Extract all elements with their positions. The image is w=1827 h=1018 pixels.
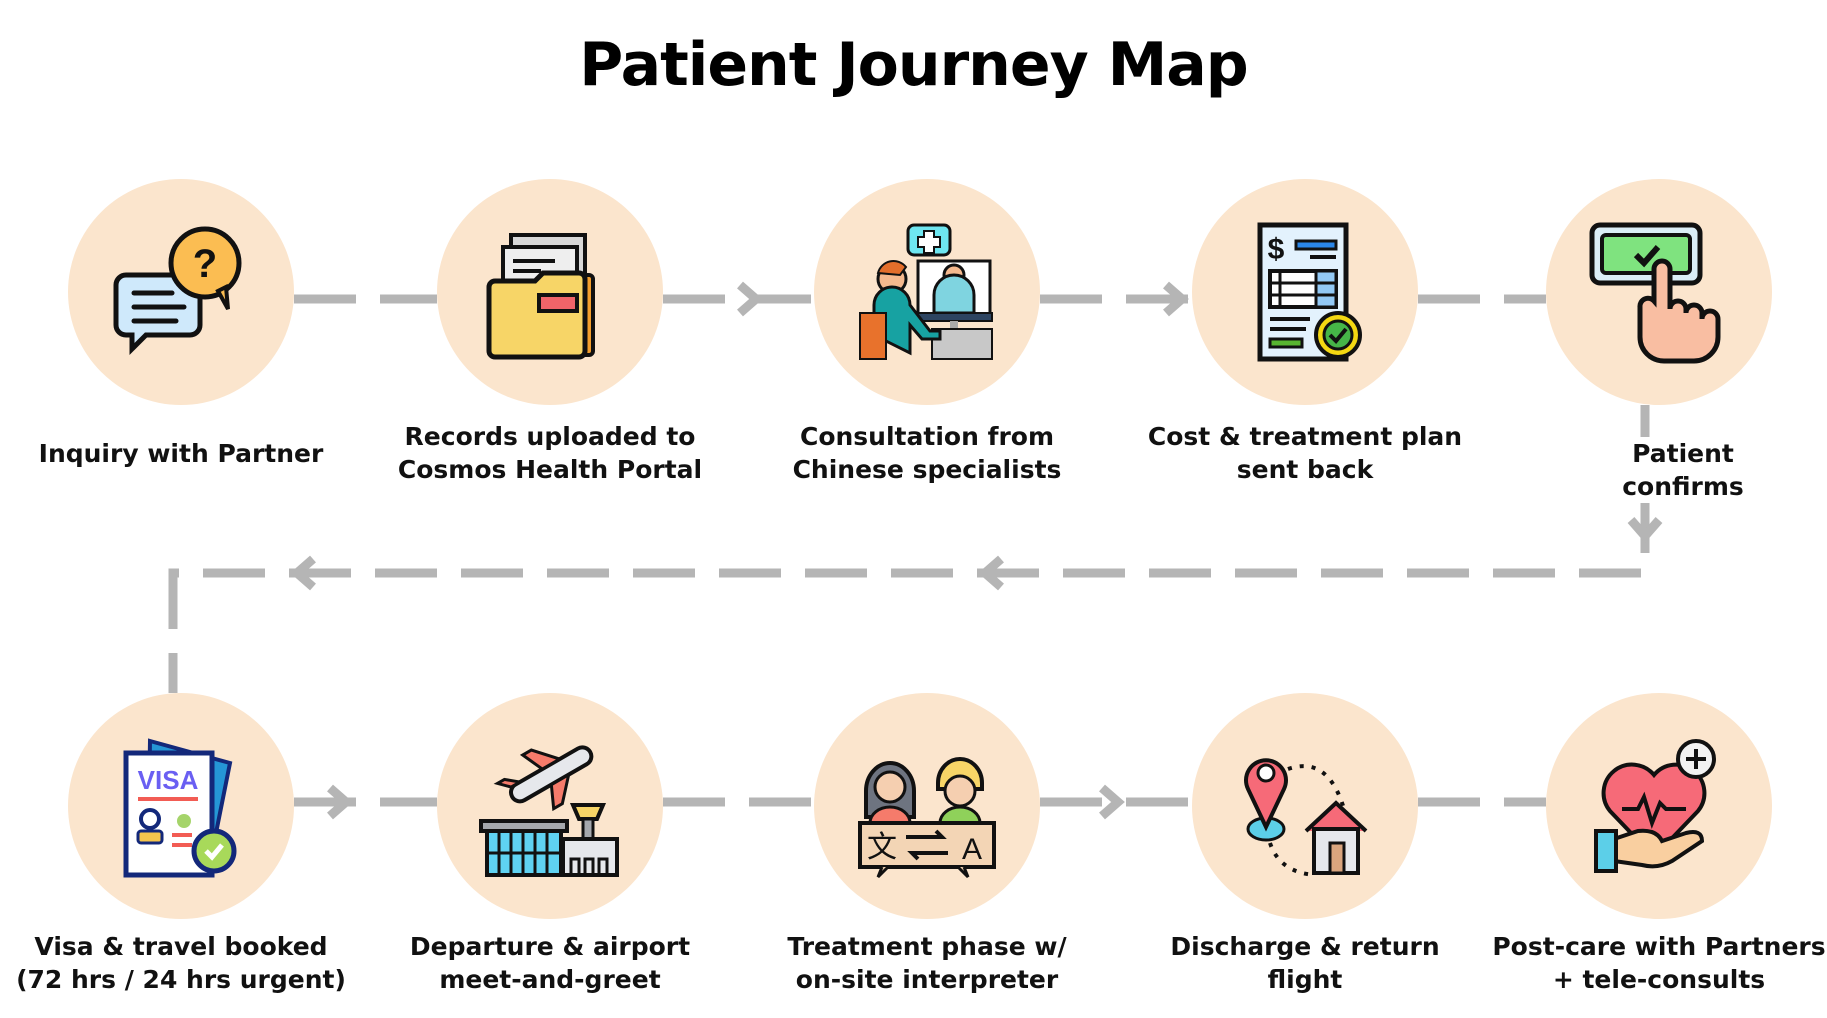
step-1-label: Inquiry with Partner [11, 437, 351, 470]
arrowhead-2-3 [737, 281, 763, 317]
step-4-label-line-2: sent back [1236, 455, 1374, 484]
folder-documents-icon [486, 233, 595, 360]
step-3-circle [814, 179, 1040, 405]
step-5-circle [1546, 179, 1772, 405]
step-6-label: Visa & travel booked (72 hrs / 24 hrs ur… [11, 930, 351, 996]
arrowhead-8-9 [1099, 784, 1125, 820]
arrowhead-6-7 [327, 784, 353, 820]
step-1-circle: ? [68, 179, 294, 405]
step-6-label-line-1: Visa & travel booked [34, 932, 328, 961]
svg-text:$: $ [1268, 233, 1285, 266]
step-5-label-line-1: Patient confirms [1622, 439, 1744, 501]
arrowhead-5-down [1627, 517, 1663, 543]
return-home-route-icon [1244, 758, 1368, 877]
svg-text:A: A [962, 833, 982, 866]
step-10-label-line-2: + tele-consults [1552, 965, 1766, 994]
step-7-circle [437, 693, 663, 919]
step-7-label-line-2: meet-and-greet [439, 965, 661, 994]
step-8-label: Treatment phase w/ on-site interpreter [757, 930, 1097, 996]
airplane-airport-icon [479, 745, 619, 877]
arrowhead-return-left [290, 555, 316, 591]
step-9-label-line-1: Discharge & return [1170, 932, 1440, 961]
step-4-circle: $ [1192, 179, 1418, 405]
step-2-label-line-1: Records uploaded to [404, 422, 696, 451]
step-2-label-line-2: Cosmos Health Portal [397, 455, 703, 484]
step-3-label-line-1: Consultation from [799, 422, 1055, 451]
step-3-label-line-2: Chinese specialists [792, 455, 1062, 484]
step-10-label-line-1: Post-care with Partners [1492, 932, 1826, 961]
step-10-label: Post-care with Partners + tele-consults [1489, 930, 1827, 996]
step-10-circle [1546, 693, 1772, 919]
step-6-label-line-2: (72 hrs / 24 hrs urgent) [16, 965, 346, 994]
chat-question-icon: ? [113, 226, 242, 356]
video-consultation-icon [859, 223, 993, 360]
step-2-circle [437, 179, 663, 405]
visa-passport-icon: VISA [123, 738, 237, 878]
step-9-label: Discharge & return flight [1135, 930, 1475, 996]
svg-text:VISA: VISA [138, 765, 199, 795]
step-9-label-line-2: flight [1267, 965, 1343, 994]
connector-5-6 [168, 405, 1650, 693]
step-5-label: Patient confirms [1568, 437, 1798, 503]
arrowhead-return-mid [978, 555, 1004, 591]
interpreter-translation-icon: 文 A [858, 757, 996, 879]
step-8-circle: 文 A [814, 693, 1040, 919]
step-4-label-line-1: Cost & treatment plan [1147, 422, 1463, 451]
step-8-label-line-2: on-site interpreter [795, 965, 1059, 994]
arrowhead-3-4 [1163, 281, 1189, 317]
svg-text:?: ? [193, 242, 217, 286]
step-6-circle: VISA [68, 693, 294, 919]
step-1-label-line-1: Inquiry with Partner [38, 439, 324, 468]
invoice-approved-icon: $ [1257, 222, 1362, 362]
page-title: Patient Journey Map [579, 30, 1248, 100]
step-8-label-line-1: Treatment phase w/ [787, 932, 1067, 961]
confirm-button-press-icon [1589, 222, 1721, 364]
step-3-label: Consultation from Chinese specialists [757, 420, 1097, 486]
step-9-circle [1192, 693, 1418, 919]
step-7-label-line-1: Departure & airport [409, 932, 691, 961]
step-7-label: Departure & airport meet-and-greet [380, 930, 720, 996]
step-4-label: Cost & treatment plan sent back [1135, 420, 1475, 486]
step-2-label: Records uploaded to Cosmos Health Portal [380, 420, 720, 486]
heart-care-hand-icon [1594, 739, 1716, 873]
svg-text:文: 文 [867, 830, 897, 865]
